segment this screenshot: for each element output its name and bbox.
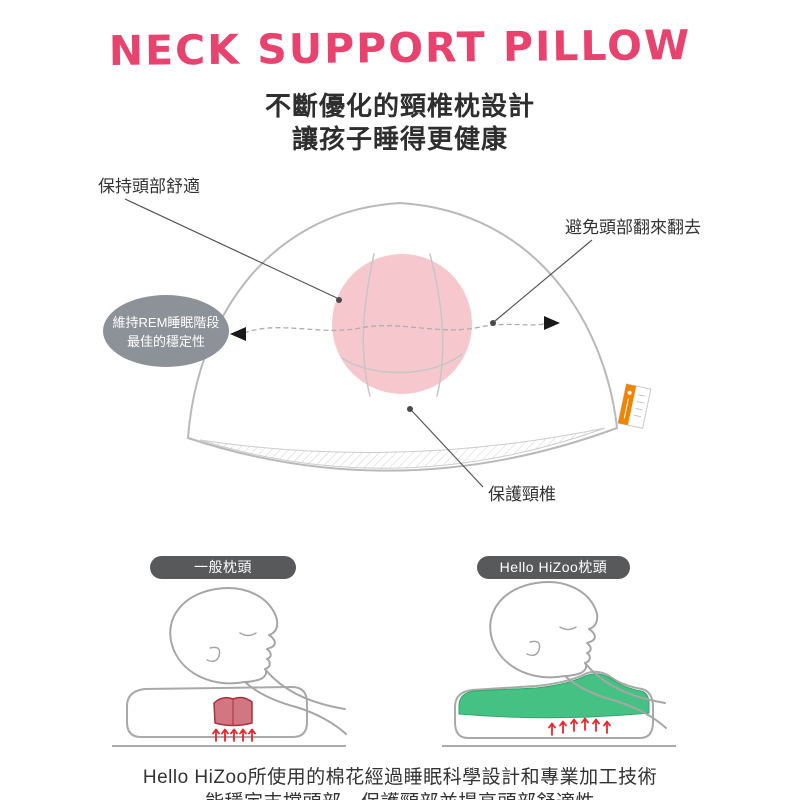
badge-regular-pillow: 一般枕頭 <box>150 556 296 579</box>
sleeper-head-right <box>489 581 667 729</box>
callout-no-rolling-label: 避免頭部翻來翻去 <box>565 218 701 237</box>
callout-neck-protect-label: 保護頸椎 <box>488 485 556 504</box>
pressure-block <box>213 696 253 727</box>
callout-rem-line2: 最佳的穩定性 <box>127 334 205 349</box>
stability-arrow-right <box>544 316 560 330</box>
chest-line <box>584 662 666 704</box>
closed-eye-icon <box>559 626 577 631</box>
stability-arrow-left <box>230 327 246 341</box>
shoulder-line <box>564 675 667 729</box>
ear-icon <box>526 640 541 657</box>
support-layer <box>458 673 650 719</box>
subtitle-line-2: 讓孩子睡得更健康 <box>291 124 508 154</box>
footer-description-line-1: Hello HiZoo所使用的棉花經過睡眠科學設計和專業加工技術 <box>142 767 658 788</box>
footer-description-line-2: 能穩定支撐頭部、保護頸部並提高頭部舒適性 <box>0 787 800 800</box>
badge-hizoo-pillow: Hello HiZoo枕頭 <box>477 556 630 579</box>
page-title: NECK SUPPORT PILLOW <box>108 20 692 76</box>
callout-no-rolling: 避免頭部翻來翻去 <box>490 218 701 326</box>
ear-icon <box>206 646 221 663</box>
support-arrows-right <box>548 717 611 736</box>
pressure-arrows-left <box>212 728 256 742</box>
callout-head-comfort-label: 保持頭部舒適 <box>98 177 200 196</box>
chest-line <box>264 668 346 710</box>
callout-neck-protect: 保護頸椎 <box>407 406 556 504</box>
stability-seam <box>243 322 549 334</box>
closed-eye-icon <box>239 632 257 637</box>
figure-regular-pillow <box>112 587 347 747</box>
shoulder-line <box>244 681 347 735</box>
figure-hizoo-pillow <box>442 581 676 747</box>
pillow-diagram: 保持頭部舒適 避免頭部翻來翻去 維持REM睡眠階段 最佳的穩定性 保護頸椎 <box>98 177 701 504</box>
callout-head-comfort: 保持頭部舒適 <box>98 177 342 303</box>
subtitle-line-1: 不斷優化的頸椎枕設計 <box>264 91 535 121</box>
sleeper-head-left <box>169 587 347 735</box>
pillow-contours <box>341 253 463 397</box>
callout-rem-line1: 維持REM睡眠階段 <box>113 315 220 330</box>
pillow-front-rim <box>199 427 606 469</box>
callout-rem-bubble: 維持REM睡眠階段 最佳的穩定性 <box>103 295 229 367</box>
brand-tag <box>617 383 652 429</box>
